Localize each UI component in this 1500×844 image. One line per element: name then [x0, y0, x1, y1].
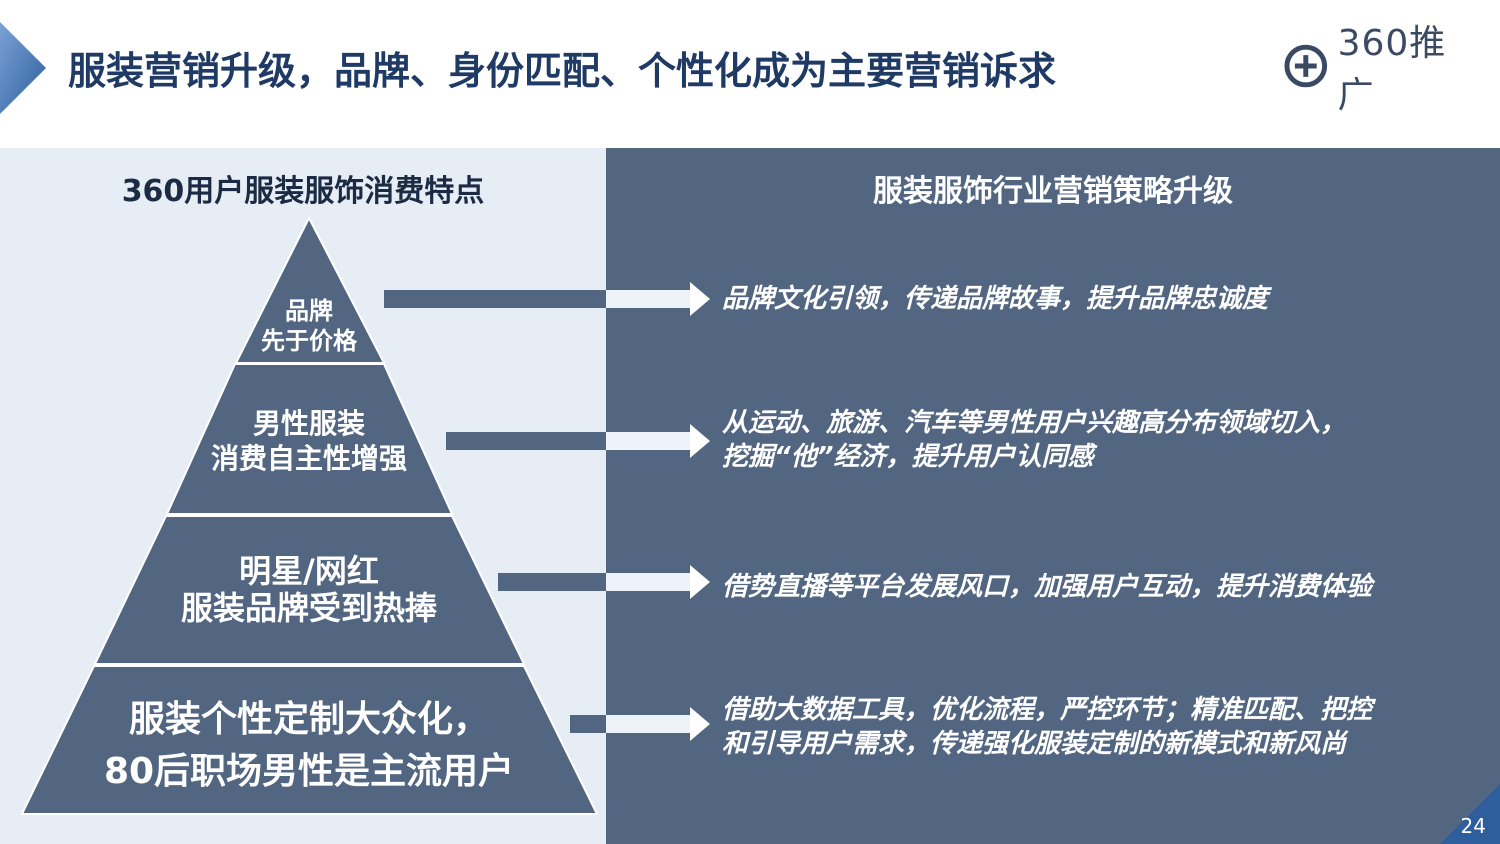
left-column-heading: 360用户服装服饰消费特点	[121, 174, 485, 209]
strategy-4: 借助大数据工具，优化流程，严控环节；精准匹配、把控 和引导用户需求，传递强化服装…	[722, 693, 1372, 761]
strategy-1: 品牌文化引领，传递品牌故事，提升品牌忠诚度	[722, 282, 1268, 316]
logo-text: 360推广	[1337, 23, 1447, 116]
connector-arrow-4	[570, 707, 710, 741]
connector-arrow-2	[446, 424, 710, 458]
plus-circle-icon	[1284, 44, 1328, 88]
strategy-2: 从运动、旅游、汽车等男性用户兴趣高分布领域切入， 挖掘“他”经济，提升用户认同感	[722, 406, 1346, 474]
pyramid-tier-2	[165, 363, 454, 515]
corner-arrow-decoration	[0, 22, 46, 114]
tier-1-line-1: 品牌	[285, 297, 333, 325]
tier-4-line-2: 80后职场男性是主流用户	[103, 751, 515, 793]
tier-3-text: 明星/网红 服装品牌受到热捧	[129, 553, 489, 627]
strategy-2-line-1: 从运动、旅游、汽车等男性用户兴趣高分布领域切入，	[722, 408, 1347, 438]
strategy-1-line-1: 品牌文化引领，传递品牌故事，提升品牌忠诚度	[722, 284, 1269, 314]
tier-4-text: 服装个性定制大众化， 80后职场男性是主流用户	[69, 694, 549, 798]
tier-2-line-2: 消费自主性增强	[210, 442, 407, 475]
tier-3-line-2: 服装品牌受到热捧	[180, 588, 437, 627]
page-corner-decoration	[1440, 784, 1500, 844]
strategy-3-line-1: 借势直播等平台发展风口，加强用户互动，提升消费体验	[722, 572, 1373, 602]
right-panel	[606, 148, 1500, 844]
tier-1-text: 品牌 先于价格	[209, 296, 409, 356]
strategy-3: 借势直播等平台发展风口，加强用户互动，提升消费体验	[722, 570, 1372, 604]
strategy-2-line-2: 挖掘“他”经济，提升用户认同感	[722, 442, 1094, 472]
strategy-4-line-2: 和引导用户需求，传递强化服装定制的新模式和新风尚	[722, 729, 1347, 759]
tier-3-line-1: 明星/网红	[239, 552, 379, 590]
page-number: 24	[1460, 814, 1486, 838]
tier-2-line-1: 男性服装	[252, 407, 365, 440]
connector-arrow-3	[498, 565, 710, 599]
strategy-4-line-1: 借助大数据工具，优化流程，严控环节；精准匹配、把控	[722, 695, 1373, 725]
tier-4-line-1: 服装个性定制大众化，	[128, 699, 489, 740]
tier-1-line-2: 先于价格	[261, 327, 357, 355]
pyramid-tier-4	[20, 665, 599, 815]
tier-2-text: 男性服装 消费自主性增强	[159, 406, 459, 476]
right-column-heading: 服装服饰行业营销策略升级	[873, 174, 1233, 209]
page-title: 服装营销升级，品牌、身份匹配、个性化成为主要营销诉求	[68, 49, 1057, 93]
connector-arrow-1	[384, 282, 710, 316]
logo: 360推广	[1282, 23, 1482, 116]
pyramid-tier-3	[93, 515, 526, 665]
